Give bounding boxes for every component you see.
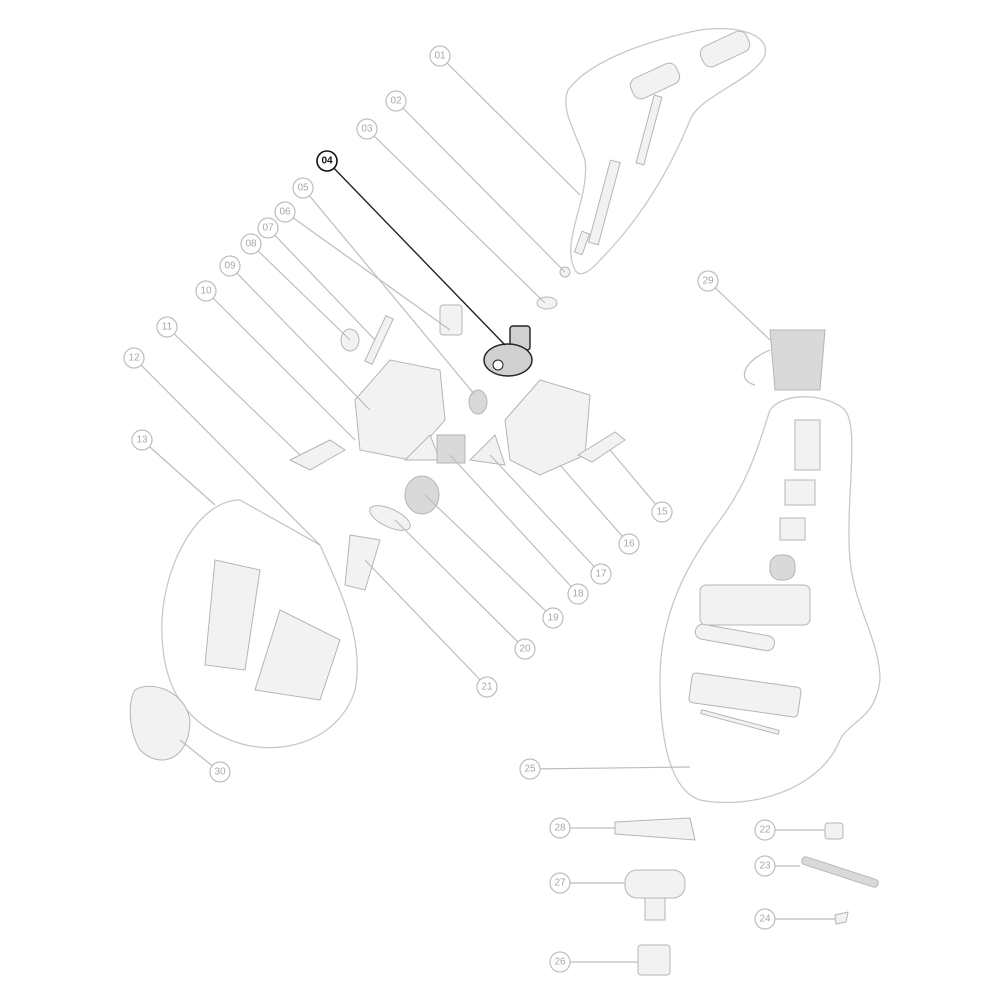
svg-text:24: 24 <box>759 914 771 925</box>
svg-text:02: 02 <box>390 96 402 107</box>
part-30 <box>129 685 191 761</box>
callout-17[interactable]: 17 <box>590 563 612 585</box>
svg-text:01: 01 <box>434 51 446 62</box>
svg-text:15: 15 <box>656 507 668 518</box>
callout-09[interactable]: 09 <box>219 255 241 277</box>
callout-22[interactable]: 22 <box>754 819 776 841</box>
part-05 <box>439 304 463 336</box>
part-29-charger <box>769 329 826 391</box>
callout-05[interactable]: 05 <box>292 177 314 199</box>
svg-text:17: 17 <box>595 569 607 580</box>
part-17-filter <box>403 434 441 461</box>
callout-29[interactable]: 29 <box>697 270 719 292</box>
part-13-bin <box>204 559 261 671</box>
part-27-neck <box>644 897 666 921</box>
svg-text:13: 13 <box>136 435 148 446</box>
callout-27[interactable]: 27 <box>549 872 571 894</box>
callout-15[interactable]: 15 <box>651 501 673 523</box>
svg-text:05: 05 <box>297 183 309 194</box>
svg-text:21: 21 <box>481 682 493 693</box>
part-16-housing <box>504 379 591 476</box>
part-26-adapter <box>637 944 671 976</box>
svg-text:29: 29 <box>702 276 714 287</box>
callout-04-highlighted[interactable]: 04 <box>316 150 338 172</box>
callout-20[interactable]: 20 <box>514 638 536 660</box>
svg-text:28: 28 <box>554 823 566 834</box>
callout-10[interactable]: 10 <box>195 280 217 302</box>
callout-18[interactable]: 18 <box>567 583 589 605</box>
callout-08[interactable]: 08 <box>240 233 262 255</box>
svg-text:03: 03 <box>361 124 373 135</box>
floor-head-parts <box>688 419 821 735</box>
svg-text:06: 06 <box>279 207 291 218</box>
part-27-brush-tool <box>624 869 686 899</box>
callout-01[interactable]: 01 <box>429 45 451 67</box>
svg-text:11: 11 <box>162 322 173 333</box>
part-04-connector <box>483 325 533 377</box>
part-23-brushroll <box>801 856 879 888</box>
part-13-bin-b <box>254 609 341 701</box>
callout-25[interactable]: 25 <box>519 758 541 780</box>
svg-text:04: 04 <box>321 156 333 167</box>
part-06 <box>364 314 394 366</box>
svg-text:23: 23 <box>759 861 771 872</box>
callout-28[interactable]: 28 <box>549 817 571 839</box>
callout-21[interactable]: 21 <box>476 676 498 698</box>
part-28-crevice-tool <box>614 817 696 841</box>
callout-16[interactable]: 16 <box>618 533 640 555</box>
callout-12[interactable]: 12 <box>123 347 145 369</box>
callout-11[interactable]: 11 <box>156 316 178 338</box>
part-22-motor <box>824 822 844 840</box>
part-09-housing <box>354 359 446 461</box>
floor-head-group-outline <box>659 396 881 804</box>
svg-text:22: 22 <box>759 825 771 836</box>
svg-text:27: 27 <box>554 878 566 889</box>
part-21-cyclone <box>344 534 381 591</box>
part-15-cover <box>576 431 626 463</box>
svg-text:26: 26 <box>554 957 566 968</box>
callout-30[interactable]: 30 <box>209 761 231 783</box>
callout-06[interactable]: 06 <box>274 201 296 223</box>
charger-cable <box>743 349 771 386</box>
leader-lines <box>133 55 835 963</box>
callout-03[interactable]: 03 <box>356 118 378 140</box>
svg-text:07: 07 <box>262 223 274 234</box>
part-24-clip <box>834 911 849 925</box>
svg-text:10: 10 <box>200 286 212 297</box>
dust-bin-group-outline <box>161 499 358 749</box>
svg-text:09: 09 <box>224 261 236 272</box>
part-19-filter <box>404 475 440 515</box>
svg-text:08: 08 <box>245 239 257 250</box>
part-17b-filter <box>468 434 506 466</box>
callout-24[interactable]: 24 <box>754 908 776 930</box>
svg-text:30: 30 <box>214 767 226 778</box>
svg-text:25: 25 <box>524 764 536 775</box>
part-spring <box>468 389 488 415</box>
callout-19[interactable]: 19 <box>542 607 564 629</box>
handle-parts <box>559 30 751 278</box>
handle-group-outline <box>565 28 767 275</box>
svg-text:16: 16 <box>623 539 635 550</box>
part-20-seal <box>369 505 411 531</box>
callout-13[interactable]: 13 <box>131 429 153 451</box>
callout-23[interactable]: 23 <box>754 855 776 877</box>
svg-text:20: 20 <box>519 644 531 655</box>
part-11-cover <box>288 439 346 471</box>
svg-text:12: 12 <box>128 353 140 364</box>
callout-02[interactable]: 02 <box>385 90 407 112</box>
svg-text:19: 19 <box>547 613 559 624</box>
svg-text:18: 18 <box>572 589 584 600</box>
part-18 <box>436 434 466 464</box>
callout-26[interactable]: 26 <box>549 951 571 973</box>
callout-07[interactable]: 07 <box>257 217 279 239</box>
